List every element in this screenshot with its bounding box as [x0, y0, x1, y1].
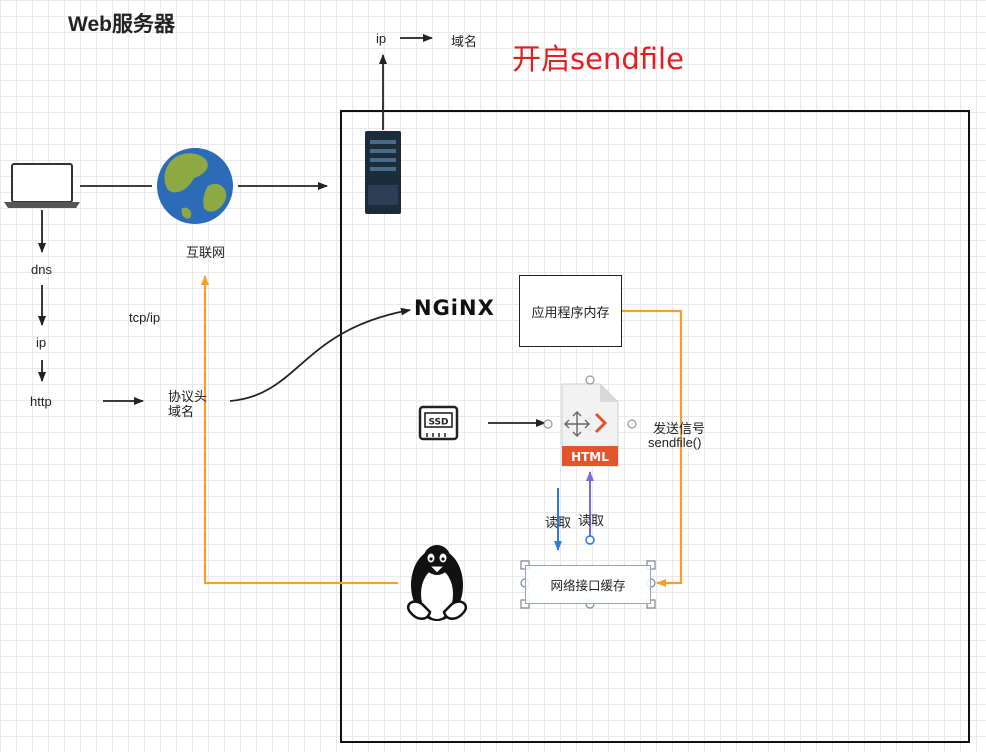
- arrow-linux-to-internet: [201, 275, 398, 585]
- web-server-boundary: [340, 110, 970, 743]
- ssd-label: SSD: [428, 418, 448, 428]
- globe-icon: [157, 148, 233, 224]
- arrows-black: [38, 34, 546, 427]
- label-http: http: [30, 394, 52, 409]
- html-file-icon: HTML: [543, 375, 637, 467]
- move-cursor-icon: [564, 411, 590, 437]
- label-ip: ip: [36, 335, 47, 350]
- diagram-title: Web服务器: [68, 13, 175, 36]
- html-label: HTML: [571, 450, 609, 464]
- linux-penguin-icon: [406, 545, 468, 621]
- label-tcpip: tcp/ip: [129, 310, 161, 325]
- nginx-logo: NGiNX: [414, 296, 495, 320]
- server-icon: [365, 131, 401, 214]
- label-sendfile-call: sendfile(): [648, 435, 702, 450]
- label-domain-top: 域名: [451, 34, 478, 49]
- label-read-down: 读取: [545, 515, 572, 530]
- arrow-memory-to-cache: [622, 309, 683, 587]
- app-memory-label: 应用程序内存: [531, 304, 610, 320]
- app-memory-box: 应用程序内存: [519, 275, 622, 347]
- label-read-up: 读取: [578, 513, 605, 528]
- network-cache-box: 网络接口缓存: [525, 565, 651, 604]
- label-internet: 互联网: [186, 245, 226, 260]
- network-cache-label: 网络接口缓存: [550, 579, 626, 593]
- label-ip-top: ip: [376, 31, 387, 46]
- label-protocol-header: 协议头: [168, 389, 208, 404]
- arrow-header-to-nginx: [229, 307, 411, 402]
- label-domain-name: 域名: [168, 404, 195, 419]
- diagram-subtitle: 开启sendfile: [512, 42, 684, 76]
- arrows-orange: [201, 275, 683, 587]
- handle-dot: [585, 535, 595, 545]
- ssd-icon: SSD: [418, 405, 459, 441]
- laptop-icon: [4, 163, 80, 208]
- label-dns: dns: [31, 262, 52, 277]
- label-send-signal: 发送信号: [653, 421, 706, 436]
